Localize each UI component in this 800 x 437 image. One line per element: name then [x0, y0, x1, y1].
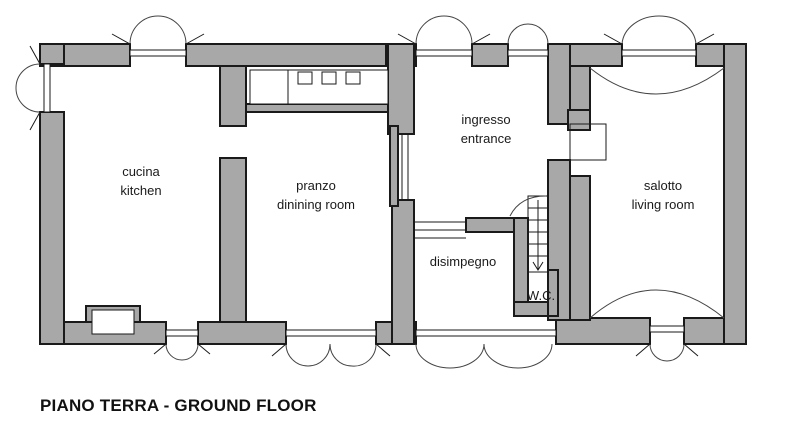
wall-living-pier	[567, 109, 591, 131]
wall-kitchen-dining-upper	[219, 65, 247, 127]
shutter-leaf	[29, 45, 41, 65]
label-dining-en: dinining room	[277, 197, 355, 212]
shutter-leaf	[271, 343, 287, 357]
wall-left-upper	[39, 43, 65, 65]
stair-curve	[509, 195, 547, 217]
staircase	[527, 195, 549, 273]
stair-arrow	[532, 200, 544, 271]
label-entrance-en: entrance	[461, 131, 512, 146]
label-dining-it: pranzo	[296, 178, 336, 193]
wall-kitchen-dining-lower	[219, 157, 247, 323]
shutter-arc	[329, 343, 377, 367]
wall-dining-entrance-mid	[389, 125, 399, 207]
plan-title: PIANO TERRA - GROUND FLOOR	[40, 396, 317, 415]
window-top-wc	[507, 49, 549, 57]
window-bottom-dining	[285, 329, 377, 337]
shutter-leaf	[471, 33, 491, 45]
wall-wc-right	[547, 269, 559, 317]
shutter-leaf	[197, 343, 211, 355]
shutter-arc	[483, 343, 553, 369]
shutter-leaf	[695, 33, 715, 45]
wall-entrance-living-upper	[547, 43, 571, 125]
window-bottom-kitchen	[165, 329, 199, 337]
shutter-arc	[621, 15, 697, 45]
window-top-living	[621, 49, 697, 57]
shutter-leaf	[29, 111, 41, 131]
wall-top-4	[471, 43, 509, 67]
window-top-kitchen	[129, 49, 187, 57]
shutter-arc	[15, 63, 41, 113]
shutter-leaf	[635, 343, 651, 357]
label-wc: W.C.	[527, 288, 555, 303]
wall-living-niche-bottom	[569, 175, 591, 321]
window-top-entrance	[415, 49, 473, 57]
shutter-arc	[649, 343, 685, 362]
window-left-kitchen	[43, 63, 51, 113]
shutter-leaf	[153, 343, 167, 355]
living-arc-top	[589, 67, 725, 95]
wall-hall-side	[513, 217, 529, 303]
shutter-leaf	[111, 33, 131, 45]
label-kitchen-it: cucina	[122, 164, 160, 179]
shutter-leaf	[397, 33, 417, 45]
shutter-arc	[415, 343, 485, 369]
shutter-arc	[129, 15, 187, 45]
wall-top-2	[185, 43, 387, 67]
label-entrance-it: ingresso	[461, 112, 510, 127]
cabinet	[249, 69, 289, 105]
label-hall: disimpegno	[430, 254, 497, 269]
shutter-leaf	[375, 343, 391, 357]
cabinet-box	[321, 71, 337, 85]
label-living-it: salotto	[644, 178, 682, 193]
label-living-en: living room	[632, 197, 695, 212]
window-bottom-entrance	[415, 329, 557, 337]
wall-right	[723, 43, 747, 345]
wall-dining-entrance-lower	[391, 199, 415, 345]
shutter-arc	[507, 23, 549, 45]
cabinet-box	[345, 71, 361, 85]
shutter-leaf	[185, 33, 205, 45]
label-kitchen-en: kitchen	[120, 183, 161, 198]
window-bottom-living	[649, 325, 685, 333]
shutter-arc	[165, 343, 199, 361]
shutter-arc	[285, 343, 331, 367]
wall-bottom-2	[197, 321, 287, 345]
shutter-leaf	[603, 33, 623, 45]
wall-left-lower	[39, 111, 65, 345]
wall-bottom-4	[555, 317, 651, 345]
kitchen-fixture-inner	[91, 309, 135, 335]
shutter-leaf	[683, 343, 699, 357]
living-arc-bottom	[589, 289, 725, 319]
wall-dining-entrance	[387, 43, 415, 135]
shutter-arc	[415, 15, 473, 45]
cabinet-box	[297, 71, 313, 85]
wall-dining-inner	[245, 103, 389, 113]
